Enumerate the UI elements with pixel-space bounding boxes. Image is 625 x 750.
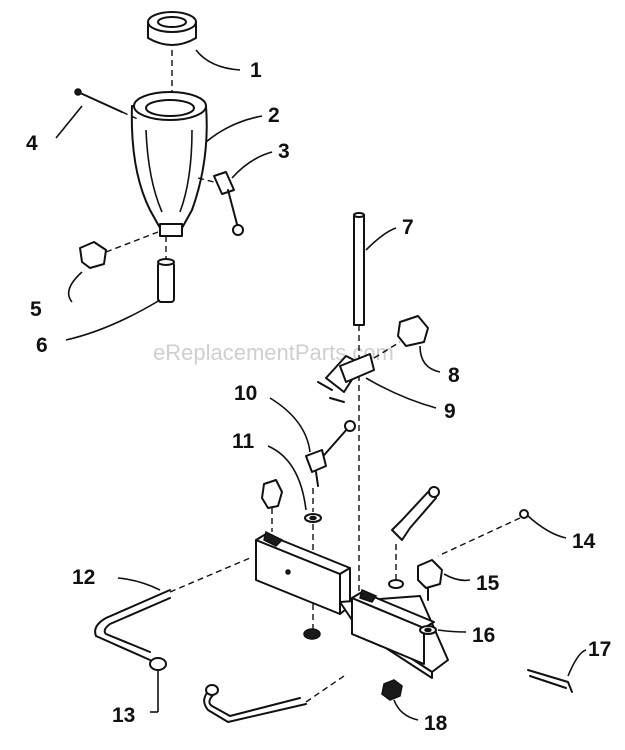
callout-16: 16 — [472, 624, 495, 647]
callout-9: 9 — [444, 400, 456, 423]
part-17-hex-key — [527, 669, 573, 693]
part-14-bolt — [437, 509, 529, 557]
part-3-handle — [213, 171, 244, 236]
callout-5: 5 — [30, 298, 42, 321]
part-16-washer — [419, 625, 437, 635]
callout-1: 1 — [250, 59, 262, 82]
part-9-rod-clamp — [317, 353, 375, 403]
part-lower-rod — [203, 675, 345, 723]
part-1-collar — [147, 11, 197, 46]
part-18-nut — [381, 679, 403, 701]
callout-12: 12 — [72, 566, 95, 589]
callout-15: 15 — [476, 572, 500, 595]
callout-10: 10 — [234, 382, 257, 405]
part-8-small-clamp — [373, 315, 429, 359]
callout-17: 17 — [588, 638, 611, 661]
part-7-rod — [353, 212, 365, 326]
part-12-rod — [94, 557, 251, 661]
callout-2: 2 — [268, 104, 280, 127]
part-6-pin — [157, 258, 175, 303]
callout-18: 18 — [424, 712, 448, 735]
part-5-clamp — [79, 231, 159, 269]
callout-7: 7 — [402, 216, 414, 239]
callout-11: 11 — [232, 430, 255, 453]
callout-3: 3 — [278, 140, 290, 163]
callout-6: 6 — [36, 334, 48, 357]
part-15-clamp — [417, 559, 443, 601]
part-13-rod-end — [149, 657, 167, 713]
callout-13: 13 — [112, 704, 135, 727]
part-4-bolt — [74, 88, 141, 121]
callout-14: 14 — [572, 530, 596, 553]
callout-8: 8 — [448, 364, 460, 387]
part-10-lever — [305, 420, 356, 487]
part-2-housing — [130, 91, 208, 237]
part-left-bracket — [255, 479, 351, 640]
callout-4: 4 — [26, 132, 38, 155]
part-right-bracket — [351, 486, 440, 665]
